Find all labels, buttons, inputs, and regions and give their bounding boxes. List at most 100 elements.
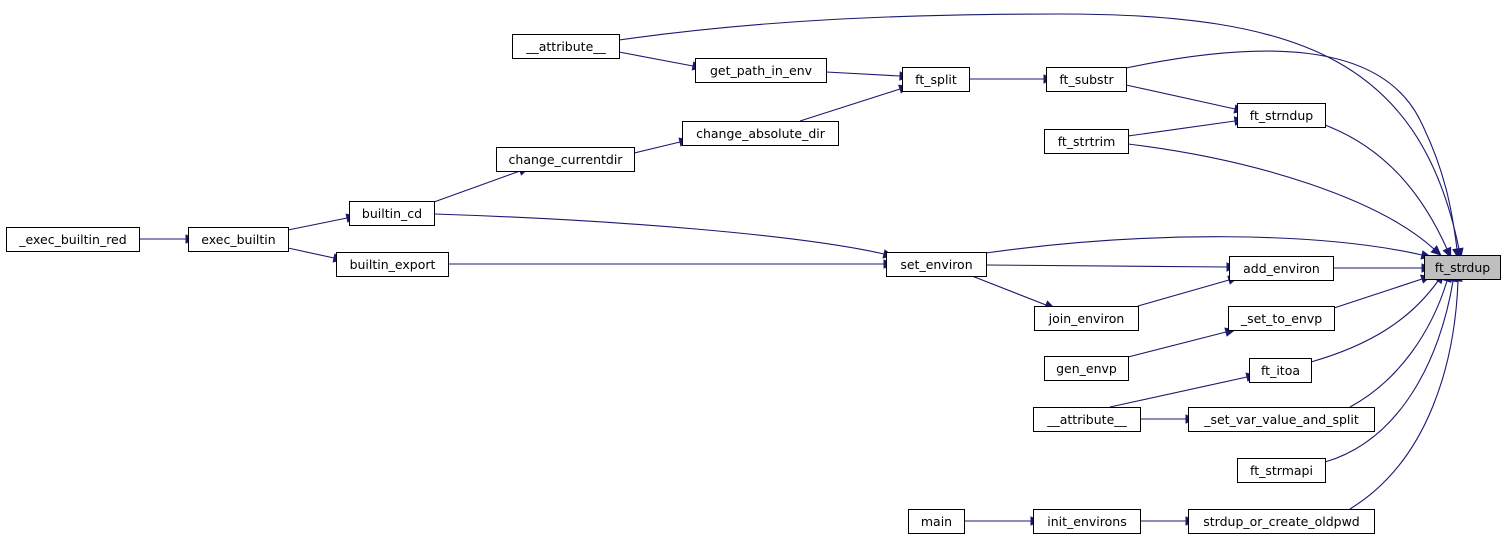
node-box bbox=[188, 227, 289, 252]
node-box bbox=[6, 227, 140, 252]
node-ft-split[interactable]: ft_split bbox=[902, 67, 970, 92]
node-set-environ[interactable]: set_environ bbox=[886, 252, 987, 277]
node-label: ft_strmapi bbox=[1250, 463, 1313, 478]
edge-arrowhead bbox=[1442, 246, 1452, 259]
node-label: _set_var_value_and_split bbox=[1203, 412, 1359, 427]
node-set-var-value-and-split[interactable]: _set_var_value_and_split bbox=[1188, 407, 1375, 432]
node-ft-strmapi[interactable]: ft_strmapi bbox=[1237, 458, 1326, 483]
node-builtin-export[interactable]: builtin_export bbox=[336, 252, 449, 277]
node-box bbox=[1249, 358, 1312, 383]
node-add-environ[interactable]: add_environ bbox=[1229, 256, 1334, 281]
node-label: ft_strdup bbox=[1435, 260, 1491, 275]
node-init-environs[interactable]: init_environs bbox=[1033, 509, 1141, 534]
node-box bbox=[496, 147, 635, 172]
edge-ft_strtrim-to-ft_strdup bbox=[1127, 143, 1442, 256]
node-label: exec_builtin bbox=[201, 232, 275, 247]
node-get-path-in-env[interactable]: get_path_in_env bbox=[695, 58, 827, 83]
node-label: ft_substr bbox=[1059, 72, 1114, 87]
edge-line bbox=[618, 13, 1460, 250]
edge-line bbox=[1333, 278, 1423, 309]
edge-line bbox=[971, 275, 1047, 306]
node-ft-strdup[interactable]: ft_strdup bbox=[1424, 255, 1501, 280]
node-label: __attribute__ bbox=[1046, 412, 1127, 427]
edge-ft_strndup-to-ft_strdup bbox=[1324, 124, 1452, 259]
node-label: ft_strndup bbox=[1250, 108, 1313, 123]
node-exec-builtin-red[interactable]: _exec_builtin_red bbox=[6, 227, 140, 252]
edge-line bbox=[287, 217, 348, 231]
node-box bbox=[886, 252, 987, 277]
nodes-layer: ft_strdup __attribute__ get_path_in_env ft_… bbox=[6, 34, 1501, 534]
edge-ft_strtrim-to-ft_strndup bbox=[1127, 116, 1246, 137]
node-box bbox=[1033, 509, 1141, 534]
edge-line bbox=[633, 141, 681, 154]
edge-set_var_value_and_split-to-ft_strdup bbox=[1349, 271, 1452, 408]
edge-ft_substr-to-ft_strndup bbox=[1125, 84, 1246, 114]
node-box bbox=[1034, 306, 1139, 331]
node-box bbox=[695, 58, 827, 83]
node-exec-builtin[interactable]: exec_builtin bbox=[188, 227, 289, 252]
node-label: strdup_or_create_oldpwd bbox=[1203, 514, 1360, 529]
node-box bbox=[1188, 407, 1375, 432]
edge-line bbox=[1125, 84, 1236, 110]
node-box bbox=[349, 201, 435, 226]
edge-set_to_envp-to-ft_strdup bbox=[1333, 274, 1432, 309]
edge-gen_envp-to-set_to_envp bbox=[1127, 327, 1236, 358]
node-box bbox=[1237, 103, 1326, 128]
edge-add_environ-to-ft_strdup bbox=[1333, 263, 1433, 273]
edge-line bbox=[825, 71, 901, 77]
node-strdup-or-create-oldpwd[interactable]: strdup_or_create_oldpwd bbox=[1188, 509, 1375, 534]
node-box bbox=[1237, 458, 1326, 483]
edge-line bbox=[1137, 279, 1230, 307]
node-label: ft_strtrim bbox=[1058, 134, 1116, 149]
edge-change_absolute_dir-to-ft_split bbox=[799, 84, 910, 122]
node-label: init_environs bbox=[1047, 514, 1126, 529]
edge-line bbox=[1127, 120, 1236, 137]
node-change-currentdir[interactable]: change_currentdir bbox=[496, 147, 635, 172]
node-builtin-cd[interactable]: builtin_cd bbox=[349, 201, 435, 226]
node-ft-substr[interactable]: ft_substr bbox=[1046, 67, 1127, 92]
node-ft-strtrim[interactable]: ft_strtrim bbox=[1044, 129, 1129, 154]
node-ft-itoa[interactable]: ft_itoa bbox=[1249, 358, 1312, 383]
edge-line bbox=[287, 247, 335, 259]
node-box bbox=[1188, 509, 1375, 534]
edge-init_environs-to-strdup_or_create_oldpwd bbox=[1140, 516, 1197, 526]
edge-main-to-init_environs bbox=[964, 516, 1042, 526]
edge-arrowhead bbox=[1452, 247, 1462, 260]
edge-builtin_export-to-set_environ bbox=[448, 259, 895, 269]
node-label: main bbox=[921, 514, 952, 529]
node-label: ft_split bbox=[915, 72, 957, 87]
edge-exec_builtin_red-to-exec_builtin bbox=[139, 234, 197, 244]
node-label: add_environ bbox=[1243, 261, 1320, 276]
edge-ft_strmapi-to-ft_strdup bbox=[1324, 270, 1458, 463]
node-box bbox=[1424, 255, 1501, 280]
node-attribute-top[interactable]: __attribute__ bbox=[512, 34, 620, 59]
node-box bbox=[1046, 67, 1127, 92]
edge-line bbox=[1109, 376, 1248, 408]
node-box bbox=[908, 509, 965, 534]
node-label: builtin_cd bbox=[362, 206, 422, 221]
node-label: gen_envp bbox=[1056, 361, 1117, 376]
node-label: change_currentdir bbox=[509, 152, 624, 167]
edge-builtin_cd-to-change_currentdir bbox=[433, 166, 530, 203]
node-box bbox=[1228, 306, 1335, 331]
node-join-environ[interactable]: join_environ bbox=[1034, 306, 1139, 331]
node-attribute-bottom[interactable]: __attribute__ bbox=[1033, 407, 1141, 432]
node-label: join_environ bbox=[1048, 311, 1125, 326]
node-ft-strndup[interactable]: ft_strndup bbox=[1237, 103, 1326, 128]
node-label: set_environ bbox=[900, 257, 972, 272]
edge-line bbox=[1324, 124, 1448, 250]
node-gen-envp[interactable]: gen_envp bbox=[1044, 356, 1129, 381]
node-main[interactable]: main bbox=[908, 509, 965, 534]
edge-change_currentdir-to-change_absolute_dir bbox=[633, 137, 691, 154]
node-change-absolute-dir[interactable]: change_absolute_dir bbox=[682, 121, 839, 146]
node-label: change_absolute_dir bbox=[696, 126, 826, 141]
node-box bbox=[902, 67, 970, 92]
node-set-to-envp[interactable]: _set_to_envp bbox=[1228, 306, 1335, 331]
node-label: __attribute__ bbox=[525, 39, 606, 54]
node-box bbox=[512, 34, 620, 59]
edge-exec_builtin-to-builtin_export bbox=[287, 247, 345, 263]
edge-line bbox=[433, 170, 521, 203]
edge-get_path_in_env-to-ft_split bbox=[825, 71, 911, 81]
edge-line bbox=[1324, 280, 1454, 463]
